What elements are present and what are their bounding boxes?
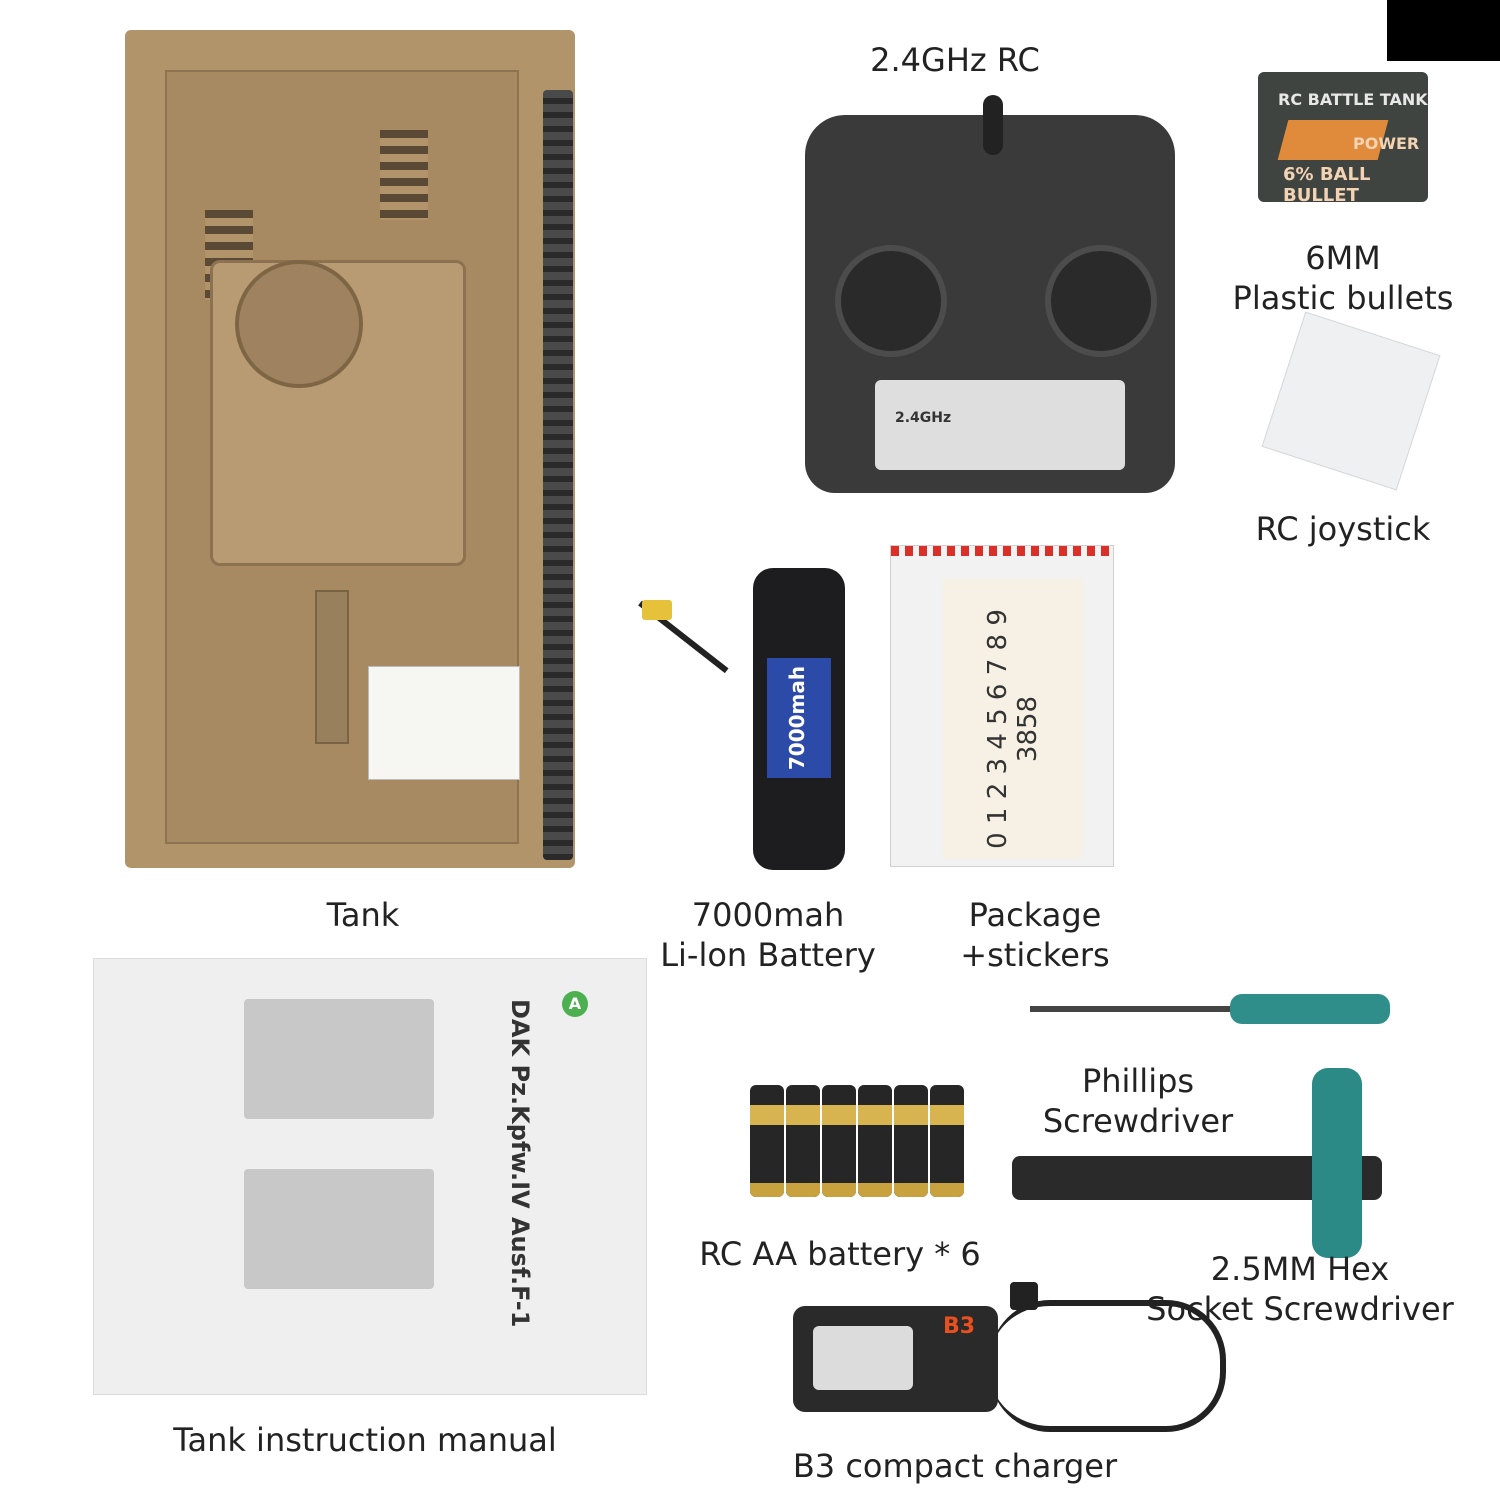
package-label-line1: Package <box>968 896 1102 934</box>
battery-plug <box>642 600 672 620</box>
manual-label: Tank instruction manual <box>145 1420 585 1460</box>
charger-label: B3 compact charger <box>780 1446 1130 1486</box>
charger-label-text: B3 compact charger <box>792 1447 1118 1485</box>
phillips-label-line2: Screwdriver <box>1042 1102 1234 1140</box>
bullets-box-ball: 6% BALL BULLET <box>1283 164 1371 206</box>
battery-label-text: 7000mah <box>785 665 809 771</box>
tank-label: Tank <box>263 895 463 935</box>
hex-label-line2: Socket Screwdriver <box>1146 1290 1454 1328</box>
right-vent <box>380 130 428 220</box>
power-switch-note <box>368 666 520 780</box>
bullets-box-title: RC BATTLE TANK <box>1278 90 1428 109</box>
manual-photo-top <box>244 999 434 1119</box>
b3-charger-image: B3 <box>793 1306 998 1412</box>
phillips-screwdriver-image <box>1030 990 1400 1030</box>
rc-display-panel: 2.4GHz <box>875 380 1125 470</box>
aa-battery-label: RC AA battery * 6 <box>690 1234 990 1274</box>
battery-caption-line1: 7000mah <box>691 896 845 934</box>
aa-battery <box>822 1085 856 1197</box>
joystick-label-text: RC joystick <box>1255 510 1431 548</box>
charger-face <box>813 1326 913 1390</box>
hex-label: 2.5MM Hex Socket Screwdriver <box>1135 1249 1465 1329</box>
sticker-numbers: 0 1 2 3 4 5 6 7 8 9 3858 <box>983 609 1043 849</box>
battery-caption-line2: Li-lon Battery <box>660 936 876 974</box>
aa-battery <box>858 1085 892 1197</box>
phillips-label-line1: Phillips <box>1081 1062 1195 1100</box>
zip-seal <box>891 546 1113 556</box>
bullets-label-line1: 6MM <box>1305 239 1381 277</box>
bullets-box-image: RC BATTLE TANK POWER 6% BALL BULLET <box>1258 72 1428 206</box>
tank-barrel <box>315 590 349 744</box>
aa-battery <box>930 1085 964 1197</box>
phillips-shaft <box>1030 1006 1230 1012</box>
sticker-sheet: 0 1 2 3 4 5 6 7 8 9 3858 <box>943 579 1083 859</box>
aa-battery <box>750 1085 784 1197</box>
black-corner-block <box>1387 0 1500 61</box>
battery-label: 7000mah <box>767 658 831 778</box>
phillips-label: Phillips Screwdriver <box>1018 1061 1258 1141</box>
package-label-line2: +stickers <box>960 936 1110 974</box>
phillips-handle <box>1230 994 1390 1024</box>
manual-label-text: Tank instruction manual <box>173 1421 557 1459</box>
manual-badge: A <box>562 991 588 1017</box>
charger-cable <box>990 1300 1226 1432</box>
manual-photo-bottom <box>244 1169 434 1289</box>
bullets-label: 6MM Plastic bullets <box>1208 238 1478 318</box>
aa-battery <box>786 1085 820 1197</box>
battery-caption: 7000mah Li-lon Battery <box>648 895 888 975</box>
package-label: Package +stickers <box>930 895 1140 975</box>
bullets-box-power: POWER <box>1353 134 1420 153</box>
rc-antenna <box>983 95 1003 155</box>
left-joystick <box>835 245 947 357</box>
rc-transmitter-image: 2.4GHz <box>805 95 1175 493</box>
right-track <box>543 90 573 860</box>
rc-panel-text: 2.4GHz <box>895 410 952 426</box>
aa-battery <box>894 1085 928 1197</box>
manual-title: DAK Pz.Kpfw.IV Ausf.F-1 <box>506 999 534 1328</box>
instruction-manual-image: A DAK Pz.Kpfw.IV Ausf.F-1 <box>93 958 647 1395</box>
hex-handle <box>1312 1068 1362 1258</box>
hex-label-line1: 2.5MM Hex <box>1210 1250 1390 1288</box>
joystick-label: RC joystick <box>1218 509 1468 549</box>
turret-hatch <box>235 260 363 388</box>
right-joystick <box>1045 245 1157 357</box>
aa-battery-label-text: RC AA battery * 6 <box>699 1235 981 1273</box>
tank-image <box>125 30 575 868</box>
sticker-package-image: 0 1 2 3 4 5 6 7 8 9 3858 <box>890 545 1114 867</box>
tank-label-text: Tank <box>326 896 400 934</box>
hex-screwdriver-image <box>1012 1048 1402 1258</box>
charger-ac-plug <box>1010 1282 1038 1310</box>
rc-title-label: 2.4GHz RC <box>820 40 1090 80</box>
charger-brand: B3 <box>943 1314 976 1339</box>
bullets-bag-image <box>1261 311 1441 491</box>
bullets-label-line2: Plastic bullets <box>1232 279 1454 317</box>
liion-battery-image: 7000mah <box>753 568 845 870</box>
rc-title-text: 2.4GHz RC <box>870 41 1040 79</box>
